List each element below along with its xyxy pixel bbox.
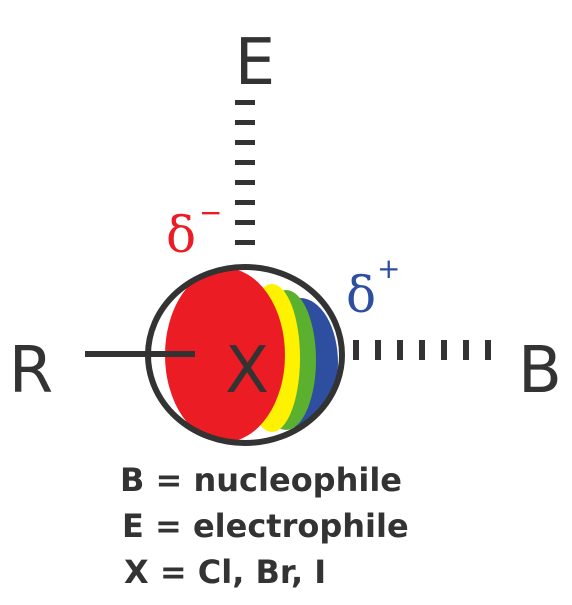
negative-region bbox=[165, 268, 285, 442]
legend-electrophile: E = electrophile bbox=[122, 507, 409, 545]
negative-sign: − bbox=[199, 196, 222, 229]
positive-sign: + bbox=[377, 252, 400, 285]
delta-positive-symbol: δ bbox=[346, 266, 376, 324]
delta-negative-symbol: δ bbox=[166, 206, 196, 264]
legend-halogens: X = Cl, Br, I bbox=[124, 553, 327, 591]
halogen-atom bbox=[165, 268, 338, 442]
partial-positive-charge: δ + bbox=[346, 252, 400, 324]
r-x-single-bond bbox=[85, 351, 195, 357]
electrophile-dashed-bond bbox=[235, 100, 255, 245]
nucleophile-label: B bbox=[518, 334, 562, 408]
r-group-label: R bbox=[9, 334, 53, 408]
electrophile-label: E bbox=[235, 26, 275, 100]
halogen-label: X bbox=[225, 334, 269, 408]
nucleophile-dashed-bond bbox=[353, 340, 491, 360]
partial-negative-charge: δ − bbox=[166, 196, 222, 264]
atom-outline bbox=[145, 264, 345, 446]
legend-nucleophile: B = nucleophile bbox=[120, 461, 402, 499]
